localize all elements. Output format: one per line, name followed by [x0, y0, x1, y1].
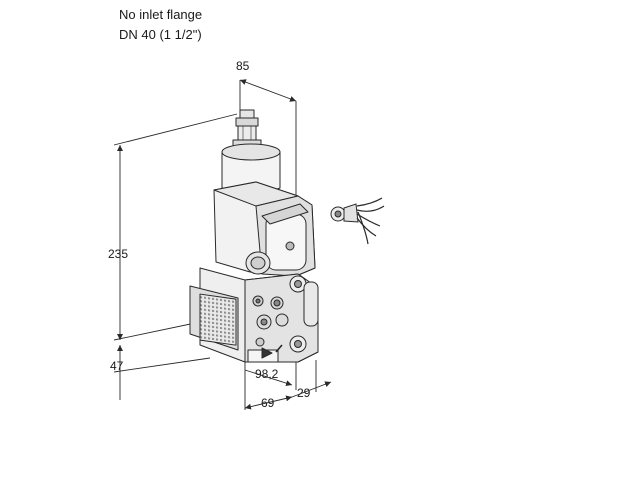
pressure-cylinder	[221, 143, 281, 195]
dimension-side-depth: 29	[297, 386, 311, 400]
indicator-mark-icon	[275, 344, 283, 353]
dimension-top-width: 85	[236, 59, 250, 73]
connector-plug-icon	[330, 197, 385, 245]
caption-line-1: No inlet flange	[119, 7, 203, 22]
valve-base	[189, 267, 319, 363]
flow-arrow-icon	[261, 347, 273, 359]
caption-line-2: DN 40 (1 1/2")	[119, 27, 202, 42]
valve-body	[189, 109, 319, 363]
dimension-base-offset: 98,2	[255, 367, 279, 381]
actuator-housing	[213, 181, 316, 277]
